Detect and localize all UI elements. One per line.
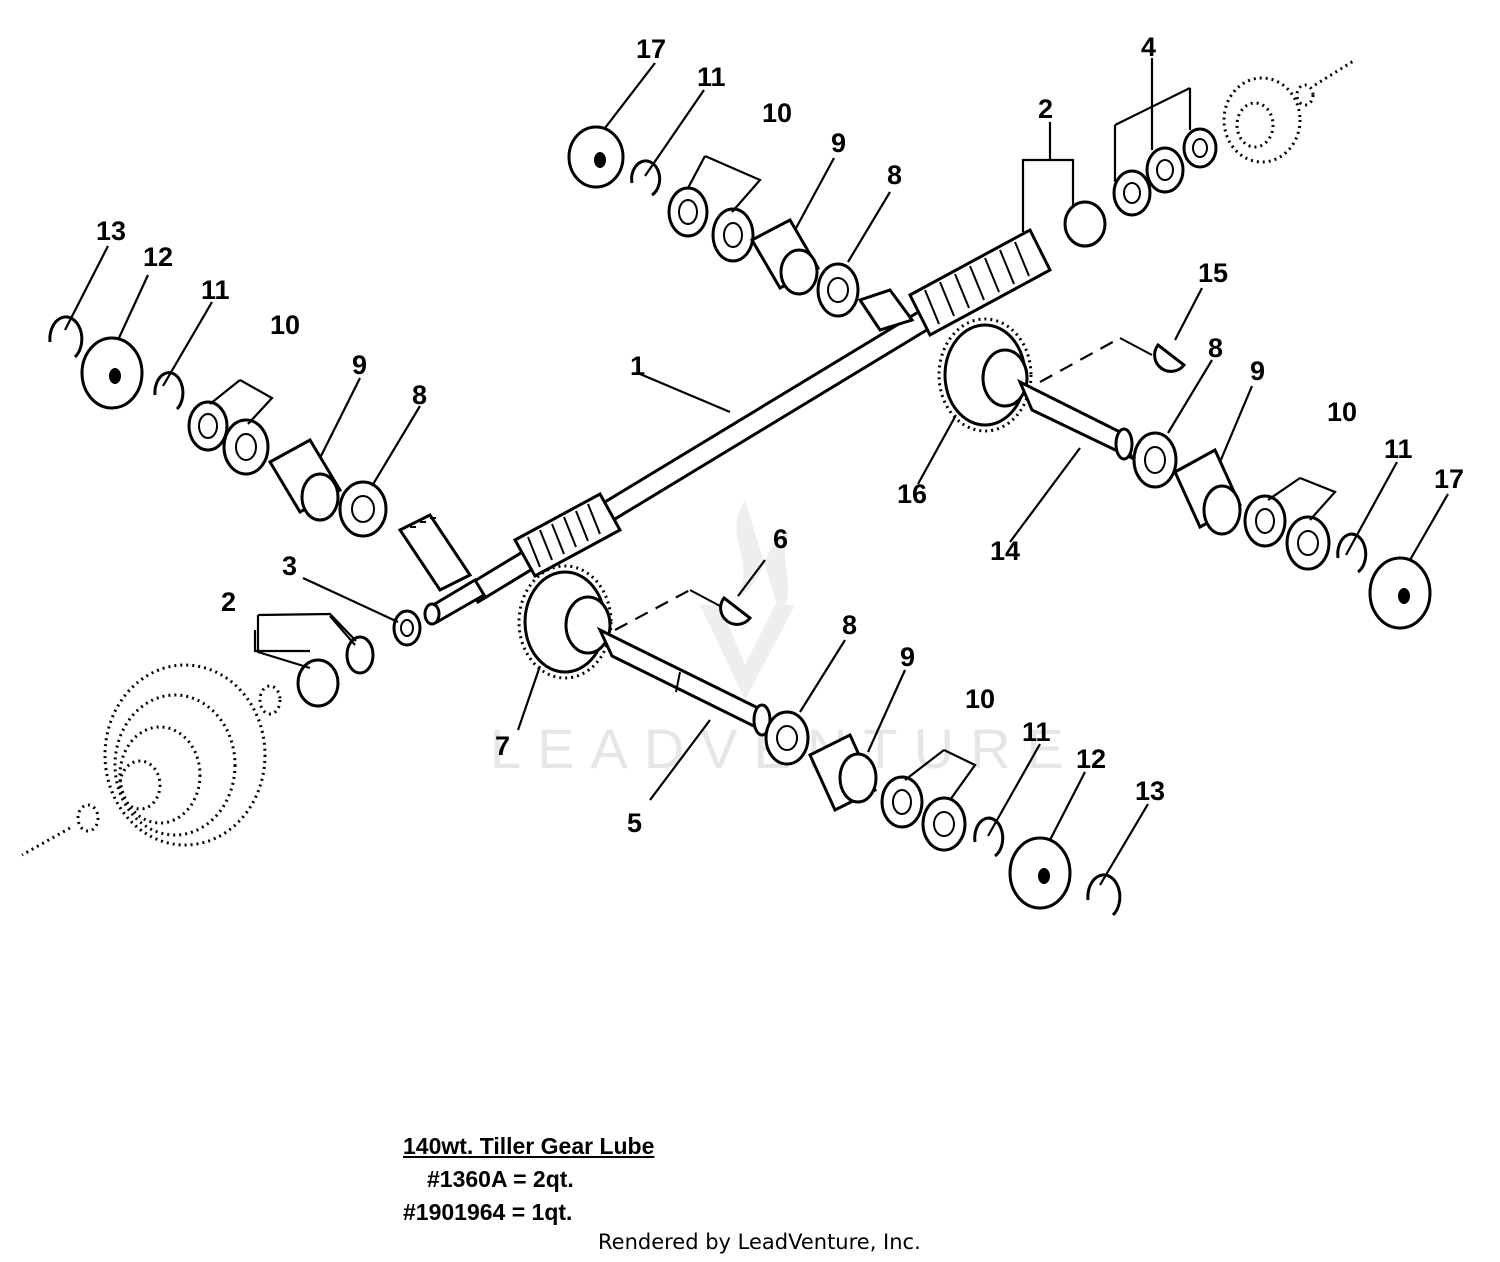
- callout-2-top: 2: [1038, 94, 1053, 124]
- callout-11-bottom: 11: [1022, 717, 1051, 747]
- callout-10-left: 10: [270, 310, 300, 340]
- callout-13-bottom: 13: [1135, 776, 1165, 806]
- callout-13-left: 13: [96, 216, 126, 246]
- lube-line-1: #1360A = 2qt.: [427, 1166, 574, 1192]
- callout-10-right: 10: [1327, 397, 1357, 427]
- pulley-assembly: [21, 609, 422, 857]
- upper-left-row: [48, 315, 473, 592]
- lower-worm: [512, 491, 623, 579]
- right-output: [937, 317, 1187, 462]
- lube-info: 140wt. Tiller Gear Lube #1360A = 2qt. #1…: [403, 1130, 654, 1229]
- top-row: [567, 125, 915, 332]
- lower-row: [764, 710, 1122, 917]
- render-credit: Rendered by LeadVenture, Inc.: [598, 1230, 921, 1254]
- callout-12-left: 12: [143, 242, 173, 272]
- callout-9-right: 9: [1250, 356, 1265, 386]
- callout-5: 5: [627, 808, 642, 838]
- callout-10-bottom: 10: [965, 684, 995, 714]
- callout-15: 15: [1198, 258, 1228, 288]
- callout-8-right: 8: [1208, 333, 1223, 363]
- callout-9-bottom: 9: [900, 642, 915, 672]
- callout-11-right: 11: [1384, 434, 1413, 464]
- callout-7: 7: [495, 731, 510, 761]
- hub-assembly: [1063, 58, 1356, 248]
- leader-lines: [64, 58, 1449, 886]
- callout-8-left: 8: [412, 380, 427, 410]
- callout-14: 14: [990, 536, 1020, 566]
- callouts: 1 2 2 3 4 5 6 7 8 8 8 8 9 9 9 9 10 10 10…: [96, 32, 1464, 838]
- callout-17-right: 17: [1434, 464, 1464, 494]
- callout-8-bottom: 8: [842, 610, 857, 640]
- callout-1: 1: [630, 351, 645, 381]
- callout-9-left: 9: [352, 350, 367, 380]
- callout-4: 4: [1141, 32, 1156, 62]
- upper-worm: [908, 227, 1052, 338]
- callout-11-left: 11: [201, 275, 230, 305]
- callout-2-left: 2: [221, 587, 236, 617]
- lube-line-2: #1901964 = 1qt.: [403, 1199, 573, 1225]
- lube-title: 140wt. Tiller Gear Lube: [403, 1133, 655, 1159]
- callout-6: 6: [773, 524, 788, 554]
- callout-9-top: 9: [831, 128, 846, 158]
- callout-8-top: 8: [887, 160, 902, 190]
- callout-17-top: 17: [636, 34, 666, 64]
- callout-11-top: 11: [697, 62, 726, 92]
- callout-3: 3: [282, 551, 297, 581]
- callout-16: 16: [897, 479, 927, 509]
- main-shaft: [423, 227, 1052, 626]
- right-row: [1132, 431, 1432, 630]
- callout-12-bottom: 12: [1076, 744, 1106, 774]
- callout-10-top: 10: [762, 98, 792, 128]
